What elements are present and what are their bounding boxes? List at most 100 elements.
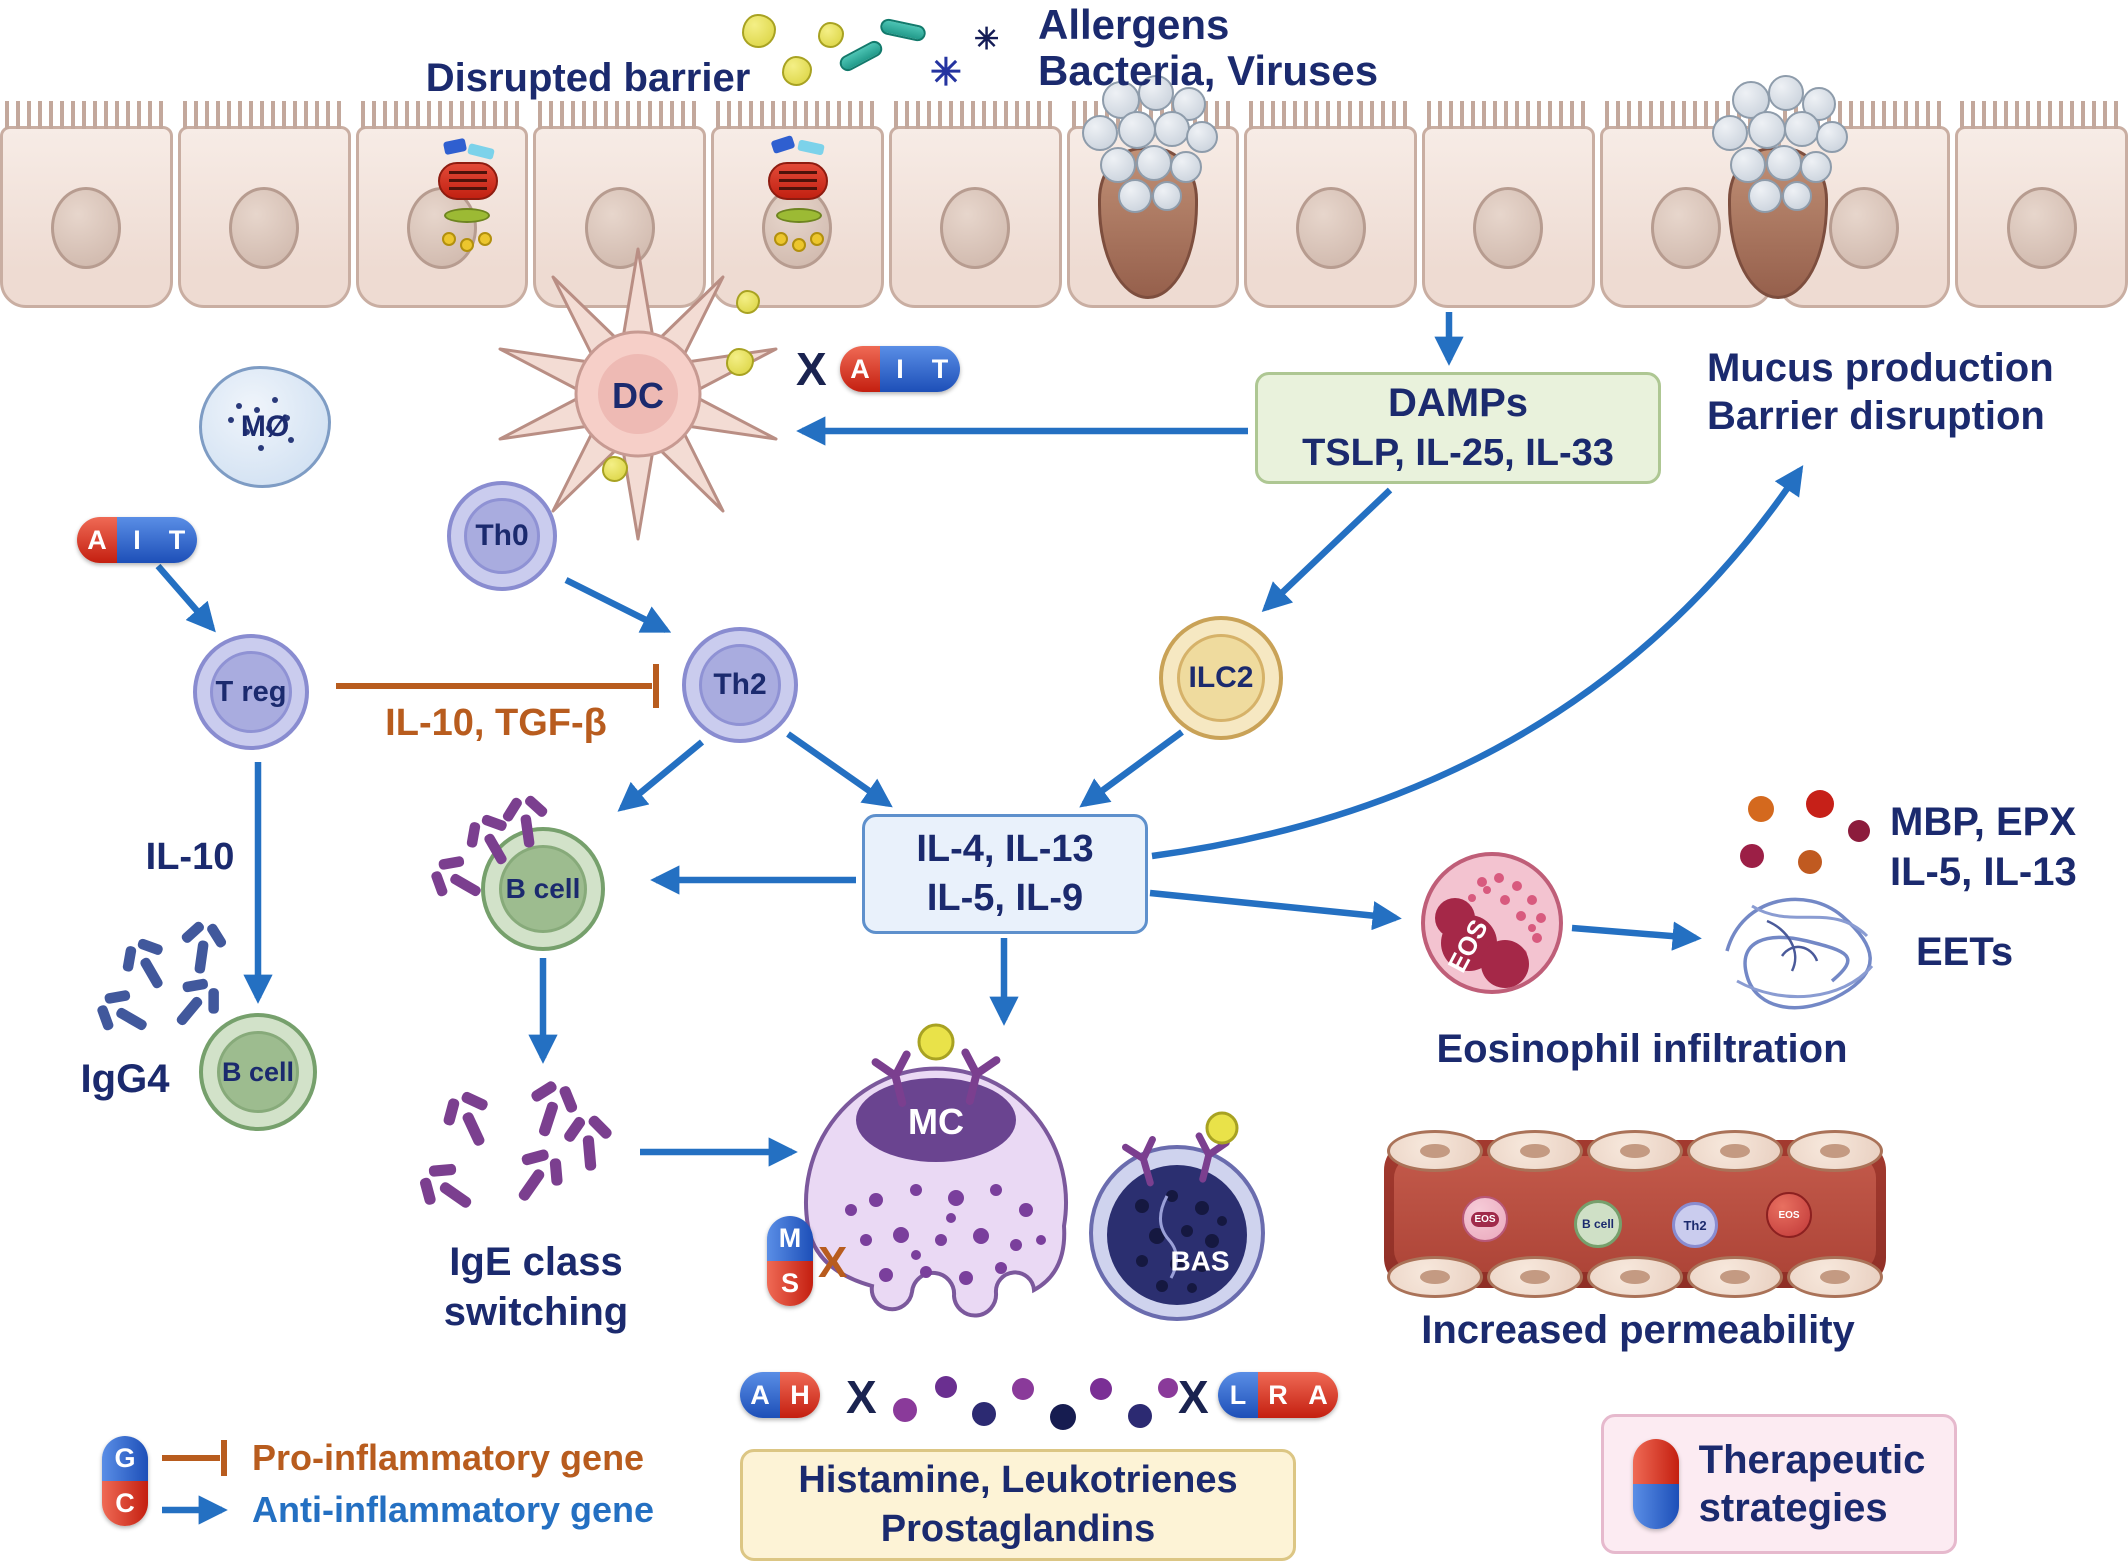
macrophage-granules [236,403,242,409]
ige-antibody-icon [582,1134,597,1172]
endothelial-cell [1387,1130,1483,1172]
eets-label: EETs [1916,930,2014,974]
junction-yellow-dot [792,238,806,252]
cell-nucleus [1828,186,1899,269]
virus-icon: ✳ [930,52,962,94]
anti-inflammatory-label: Anti-inflammatory gene [252,1489,655,1531]
mucus-bubble [1712,115,1748,151]
mbp-dot [1740,844,1764,868]
eets-strand [1766,919,1819,972]
junction-red-piece [768,162,828,200]
goblet-cell [1692,75,1862,310]
igg4-antibody-icon [114,1006,149,1032]
mediator-dot [1012,1378,1034,1400]
vessel-eos-label: EOS [1778,1209,1800,1221]
junction-yellow-dot [460,238,474,252]
endothelial-cell [1687,1256,1783,1298]
igg4-antibody-icon [194,939,209,975]
vessel-eos-label: EOS [1471,1211,1499,1227]
arrow-damps-to-ilc2 [1261,487,1393,613]
igg4-b-cell: B cell [199,1013,317,1131]
mucus-bubble [1748,111,1786,149]
gc-pill: G C [102,1436,148,1526]
cell-nucleus [762,186,833,269]
vessel-b-cell: B cell [1574,1200,1622,1248]
igg4-label: IgG4 [80,1057,170,1101]
gc-pill-seg: C [102,1481,148,1526]
mediators-line2: Prostaglandins [880,1508,1156,1550]
junction-green-piece [776,208,822,223]
mucus-bubble [1782,181,1812,211]
mucus-bubble [1816,121,1848,153]
virus-icon: ✳ [974,23,1000,56]
therapeutic-box: Therapeutic strategies [1601,1414,1957,1554]
th0-cell: Th0 [447,481,557,591]
antibody-icon [448,872,483,898]
bacterium-icon [878,17,928,43]
mucus-bubble [1118,179,1152,213]
mast-granules [845,1184,1046,1285]
ms-pill-seg: S [767,1261,813,1306]
arrow-th0-to-th2 [564,577,672,633]
ah-pill-seg: H [780,1372,820,1418]
mediator-dot [935,1376,957,1398]
th0-core [464,498,540,574]
bacteria-viruses-label: Bacteria, Viruses [1038,47,1379,94]
endothelial-cell [1587,1130,1683,1172]
goblet-cell [1062,75,1232,310]
endothelial-cell [1787,1130,1883,1172]
ilc2-label: ILC2 [1188,661,1254,694]
treg-core [210,651,292,733]
ait-pill-seg: A [840,346,880,392]
th2-label: Th2 [713,668,767,701]
dendritic-core [598,354,678,434]
mucus-bubble [1100,147,1136,183]
endothelial-cell [1587,1256,1683,1298]
mast-label: MC [908,1101,964,1143]
allergen-particle-icon [726,348,754,376]
mucus-bubble [1800,151,1832,183]
endothelial-cell [1687,1130,1783,1172]
igg4-antibody-icon [138,956,165,990]
th0-label: Th0 [475,519,529,552]
mast-cell [804,1023,1068,1318]
ait-pill-seg: I [117,517,157,563]
lra-pill-seg: R [1258,1372,1298,1418]
junction-red-piece [438,162,498,200]
macrophage-label: MØ [240,410,290,443]
ms-pill: M S [767,1216,813,1306]
cytokines-line2: IL-5, IL-9 [926,877,1084,919]
allergen-particle-icon [736,290,760,314]
mediator-dot [1090,1378,1112,1400]
lra-pill: L R A [1218,1372,1338,1418]
junction-green-piece [444,208,490,223]
lra-pill-seg: A [1298,1372,1338,1418]
b-cell: B cell [481,827,605,951]
vessel-th2-label: Th2 [1683,1217,1707,1233]
mucus-bubble [1766,145,1802,181]
mucus-bubble [1154,111,1190,147]
cytokines-box: IL-4, IL-13 IL-5, IL-9 [862,814,1148,934]
allergen-on-mast [917,1023,955,1061]
junction-yellow-dot [810,232,824,246]
junction-yellow-dot [774,232,788,246]
damps-box: DAMPs TSLP, IL-25, IL-33 [1255,372,1661,484]
allergen-particle-icon [602,456,628,482]
mucus-production-label: Mucus production [1707,346,2054,390]
mucus-bubble [1748,179,1782,213]
ait-pill-seg: I [880,346,920,392]
mast-ige-receptors [871,1048,1001,1107]
arrow-eos-to-eets [1571,921,1702,951]
basophil-cell [1089,1111,1265,1321]
x-mark-ms: X [818,1238,848,1287]
eosinophil-infiltration-label: Eosinophil infiltration [1436,1027,1848,1071]
capsule-blue-half [1632,1484,1679,1529]
mediator-dot [972,1402,996,1426]
cell-nucleus [1295,186,1366,269]
cell-nucleus [940,186,1011,269]
mbp-epx-label: MBP, EPX [1890,800,2076,844]
mediator-dot [1158,1378,1178,1398]
igg4-b-cell-label: B cell [221,1056,295,1087]
b-cell-label: B cell [505,873,581,904]
epithelial-cell [355,101,529,308]
